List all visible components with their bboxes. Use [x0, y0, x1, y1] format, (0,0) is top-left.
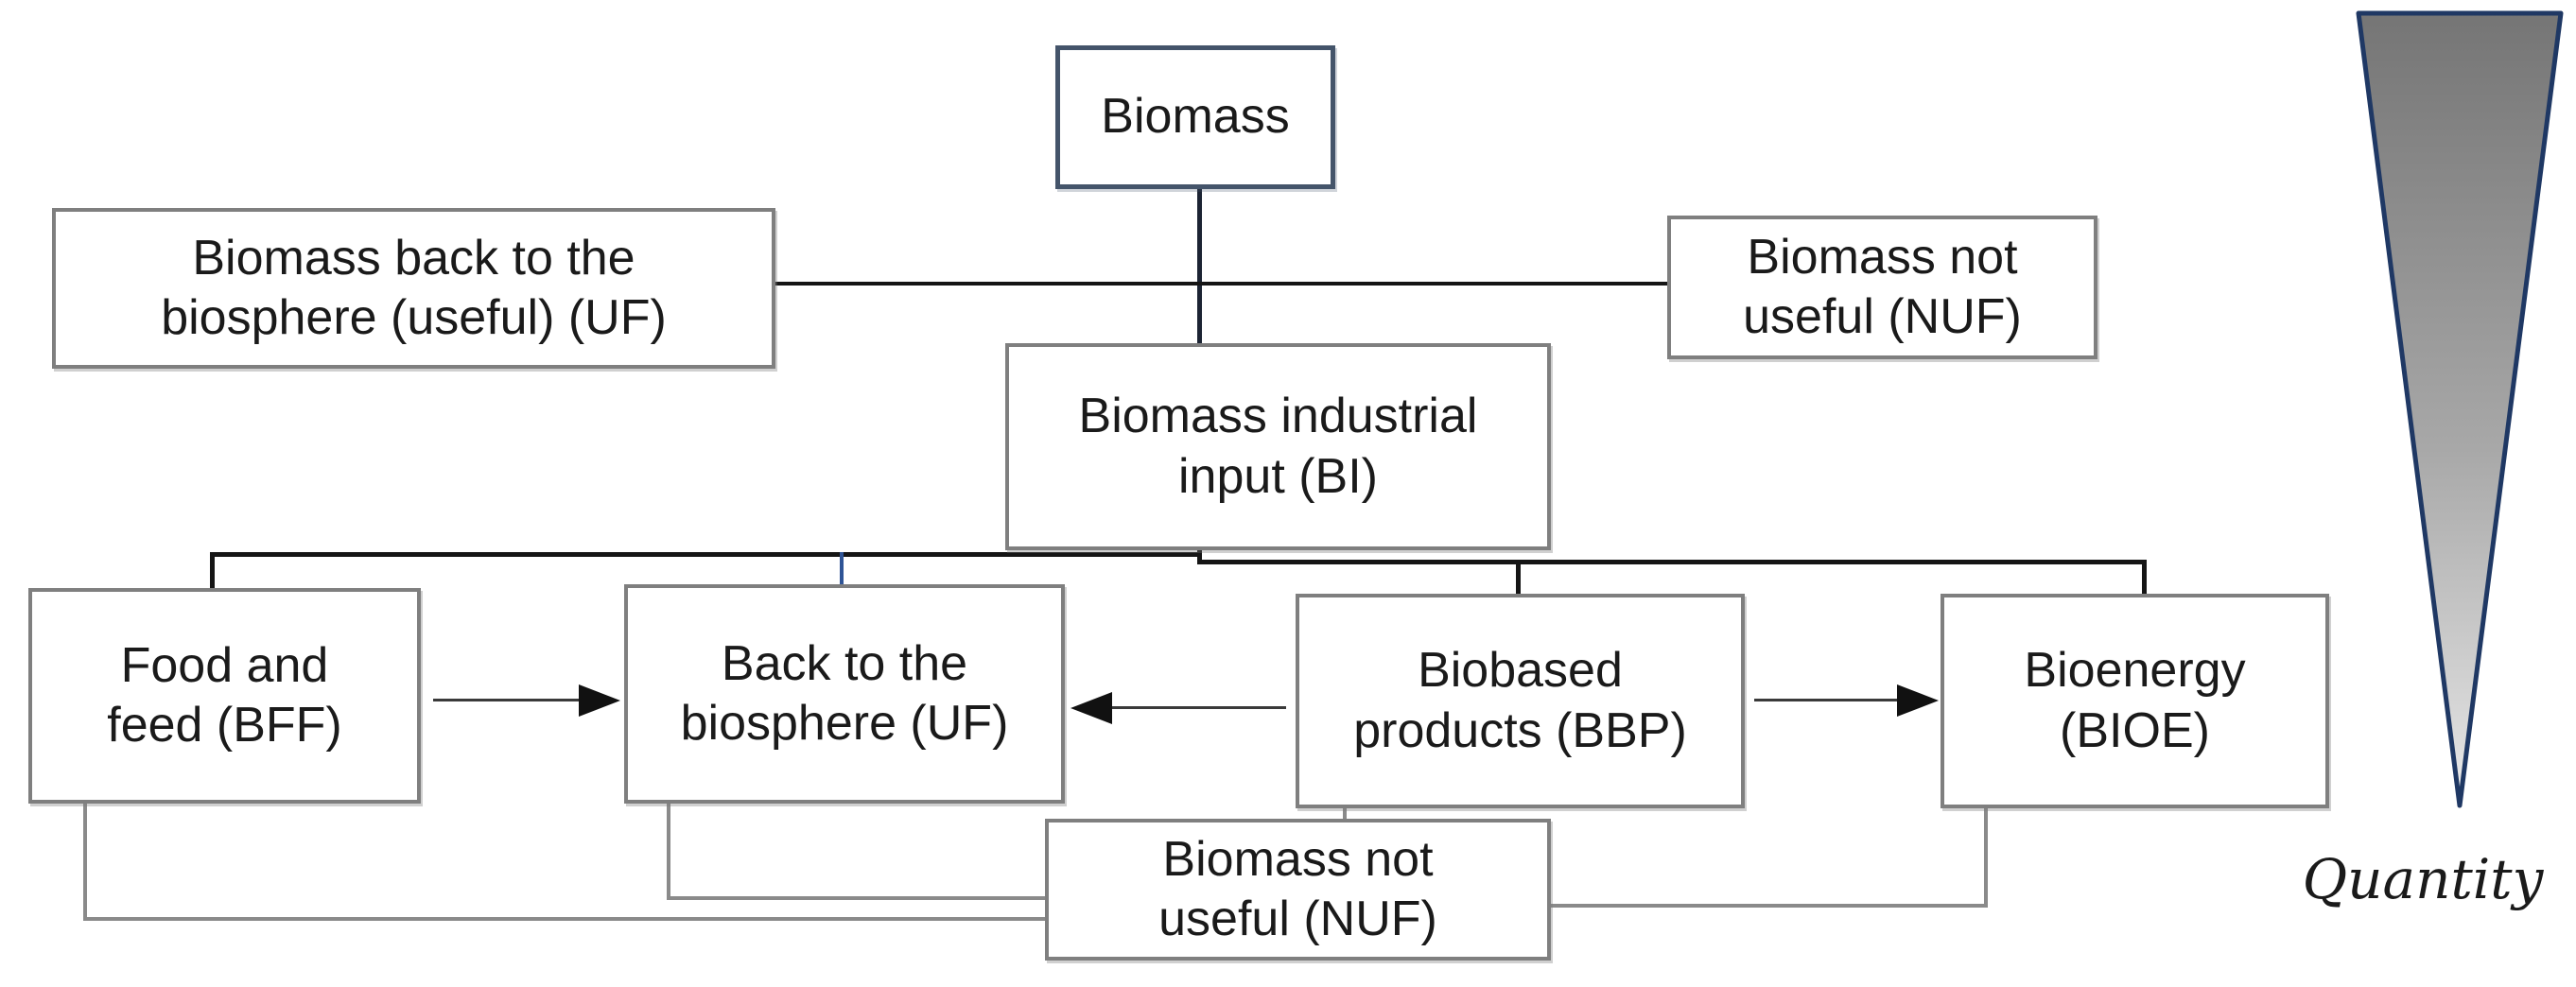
edge-uf-top-to-nuf-top	[775, 282, 1667, 286]
node-biobased-products: Biobased products (BBP)	[1296, 594, 1745, 808]
node-biomass: Biomass	[1055, 45, 1335, 189]
edge-bioe-down	[1984, 806, 1988, 908]
node-biomass-label: Biomass	[1101, 89, 1290, 145]
node-biomass-back-to-biosphere-useful: Biomass back to the biosphere (useful) (…	[52, 208, 775, 369]
node-biomass-back-to-biosphere-useful-label: Biomass back to the biosphere (useful) (…	[161, 230, 667, 345]
edge-bff-to-nuf-bottom	[83, 917, 1047, 921]
quantity-triangle-icon	[2356, 10, 2564, 808]
node-biobased-products-label: Biobased products (BBP)	[1353, 643, 1687, 758]
edge-uf-down	[667, 802, 670, 900]
node-biomass-not-useful-top: Biomass not useful (NUF)	[1667, 216, 2097, 359]
arrow-bbp-to-uf-shaft	[1112, 706, 1286, 709]
edge-row3-right-horizontal	[1197, 560, 2147, 564]
node-biomass-not-useful-bottom-label: Biomass not useful (NUF)	[1158, 831, 1437, 946]
node-biomass-not-useful-bottom: Biomass not useful (NUF)	[1045, 819, 1551, 961]
arrow-bbp-to-bioe-head-icon	[1897, 684, 1939, 717]
edge-drop-to-uf-blue	[840, 552, 844, 588]
node-biomass-not-useful-top-label: Biomass not useful (NUF)	[1743, 229, 2022, 344]
edge-drop-to-bioe	[2142, 560, 2147, 597]
edge-row3-left-horizontal	[210, 552, 1202, 557]
edge-biomass-to-bi	[1197, 187, 1202, 345]
arrow-bff-to-uf-shaft	[433, 699, 584, 701]
arrow-bff-to-uf-head-icon	[579, 684, 620, 717]
node-food-and-feed-label: Food and feed (BFF)	[107, 637, 342, 753]
node-biomass-industrial-input: Biomass industrial input (BI)	[1005, 343, 1551, 550]
quantity-label: Quantity	[2302, 847, 2544, 911]
arrow-bbp-to-bioe-shaft	[1754, 699, 1901, 701]
node-back-to-biosphere: Back to the biosphere (UF)	[624, 584, 1065, 804]
edge-uf-to-nuf-bottom	[667, 896, 1047, 900]
edge-bioe-to-nuf-bottom	[1551, 904, 1988, 908]
node-back-to-biosphere-label: Back to the biosphere (UF)	[680, 635, 1009, 751]
node-bioenergy: Bioenergy (BIOE)	[1941, 594, 2329, 808]
node-food-and-feed: Food and feed (BFF)	[28, 588, 421, 804]
edge-bff-down	[83, 802, 87, 921]
edge-bbp-to-nuf-bottom	[1343, 806, 1347, 822]
arrow-bbp-to-uf-head-icon	[1070, 692, 1112, 724]
edge-drop-to-bbp	[1516, 560, 1521, 597]
node-bioenergy-label: Bioenergy (BIOE)	[2024, 643, 2246, 758]
node-biomass-industrial-input-label: Biomass industrial input (BI)	[1078, 389, 1478, 504]
edge-drop-to-bff	[210, 552, 215, 592]
